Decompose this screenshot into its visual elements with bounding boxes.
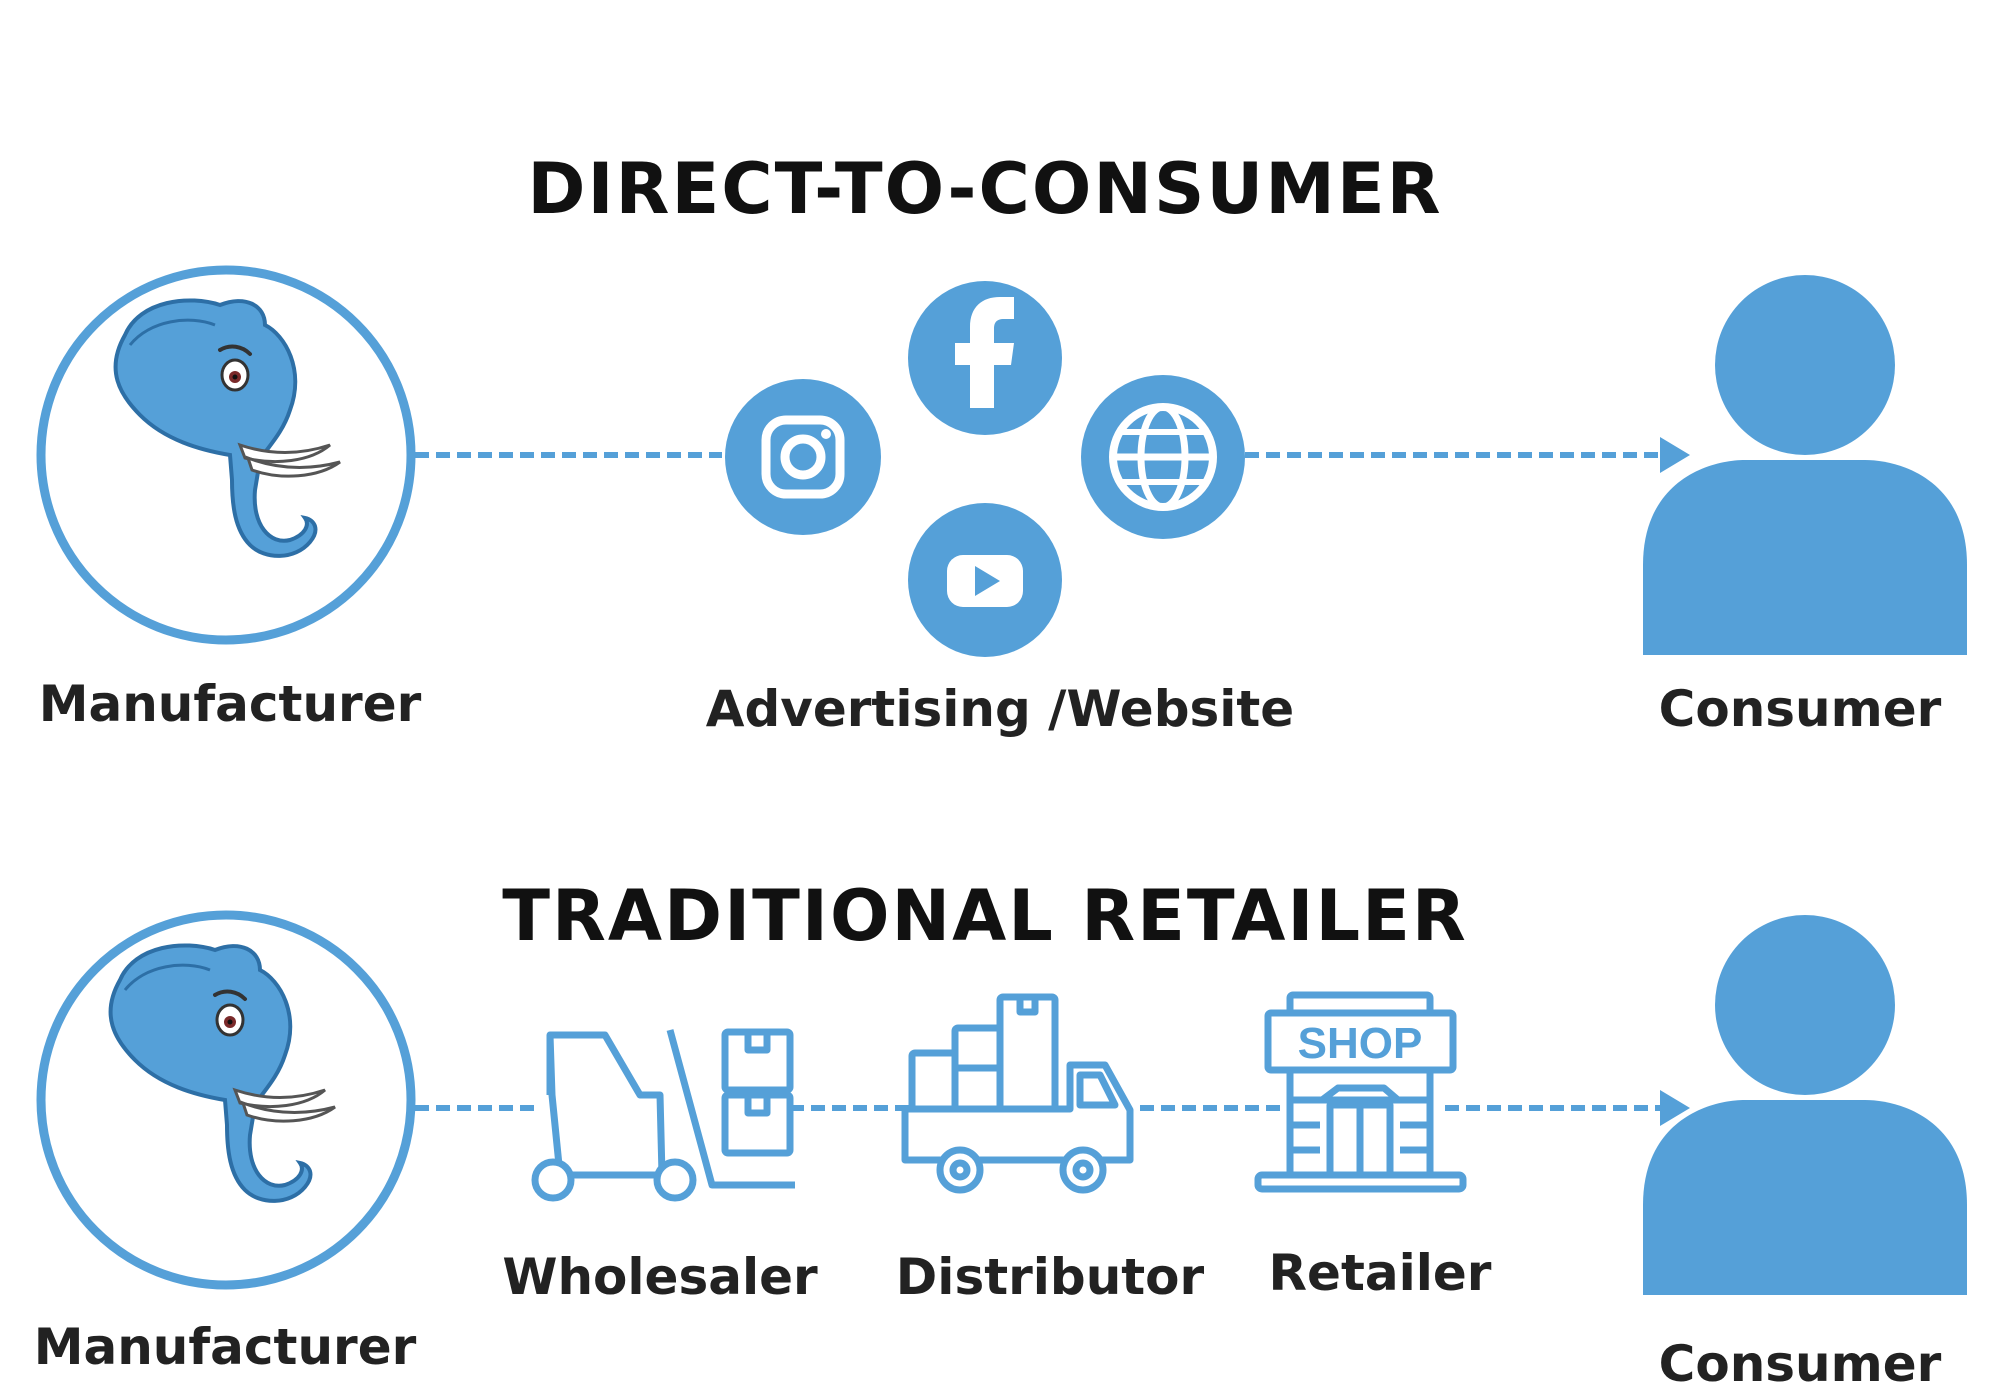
dtc-manufacturer-label: Manufacturer <box>38 675 422 733</box>
retailer-label: Retailer <box>1268 1244 1492 1302</box>
dtc-connector-right <box>1245 437 1690 473</box>
youtube-icon <box>908 503 1062 657</box>
traditional-title: TRADITIONAL RETAILER <box>502 875 1468 957</box>
instagram-icon <box>725 379 881 535</box>
dtc-channel-label: Advertising /Website <box>705 680 1295 738</box>
facebook-icon <box>908 281 1062 435</box>
wholesaler-label: Wholesaler <box>502 1248 818 1306</box>
shop-sign-text: SHOP <box>1298 1019 1423 1068</box>
traditional-consumer-icon <box>1643 915 1967 1295</box>
truck-icon <box>901 993 1134 1194</box>
globe-icon <box>1081 375 1245 539</box>
traditional-connector <box>415 1090 1690 1126</box>
traditional-manufacturer-logo <box>36 910 416 1290</box>
traditional-consumer-label: Consumer <box>1658 1335 1942 1393</box>
traditional-manufacturer-label: Manufacturer <box>33 1318 417 1376</box>
dtc-consumer-icon <box>1643 275 1967 655</box>
shop-icon <box>1254 991 1467 1193</box>
dtc-manufacturer-logo <box>36 265 416 645</box>
distributor-label: Distributor <box>895 1248 1205 1306</box>
dtc-title: DIRECT-TO-CONSUMER <box>527 148 1443 230</box>
forklift-icon <box>531 1028 795 1202</box>
dtc-consumer-label: Consumer <box>1658 680 1942 738</box>
